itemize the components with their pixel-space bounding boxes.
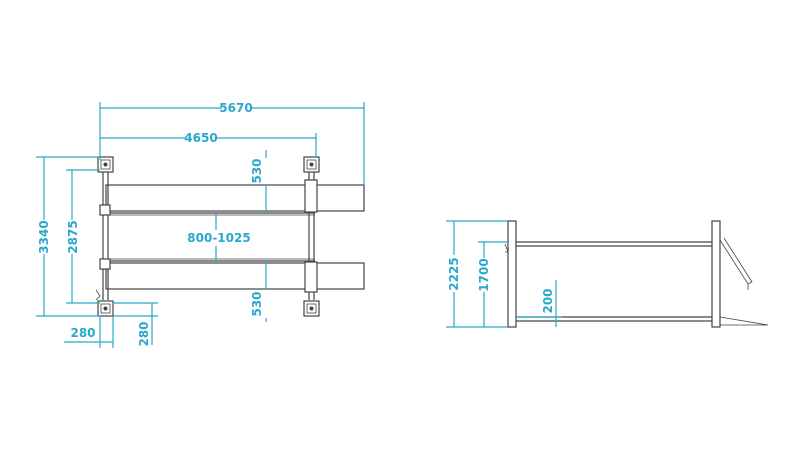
column-top-left xyxy=(97,156,114,173)
column-offset-x-label: 280 xyxy=(70,326,95,340)
column-top-right xyxy=(303,156,320,173)
dim-overall-length: 5670 xyxy=(99,101,365,185)
dim-column-spacing: 4650 xyxy=(100,131,317,157)
column-bottom-left xyxy=(97,300,114,317)
dim-column-offset-x: 280 xyxy=(64,316,114,348)
cross-beam-left xyxy=(99,170,111,300)
dim-overall-height: 2225 xyxy=(446,220,508,328)
overall-width-label: 3340 xyxy=(37,220,51,253)
runway-lower xyxy=(105,258,365,290)
post-right xyxy=(711,220,721,328)
runway-gap-label: 800-1025 xyxy=(187,231,250,245)
overall-length-label: 5670 xyxy=(219,101,252,115)
lift-height-label: 1700 xyxy=(477,258,491,291)
runway-width-lower-label: 530 xyxy=(250,291,264,316)
post-left xyxy=(507,220,517,328)
dim-overall-width: 3340 xyxy=(36,156,100,317)
dim-column-offset-y: 280 xyxy=(113,302,158,347)
runway-width-upper-label: 530 xyxy=(250,158,264,183)
side-view: 2225 1700 200 xyxy=(446,220,769,328)
platform-raised xyxy=(516,237,753,290)
dim-lift-height: 1700 xyxy=(477,241,508,327)
overall-height-label: 2225 xyxy=(447,257,461,290)
dim-runway-width-upper: 530 xyxy=(250,150,267,213)
dim-inner-width: 2875 xyxy=(66,169,100,304)
dim-platform-height: 200 xyxy=(516,280,562,327)
column-offset-y-label: 280 xyxy=(137,321,151,346)
dim-runway-width-lower: 530 xyxy=(250,261,267,322)
platform-lowered xyxy=(516,316,769,326)
column-bottom-right xyxy=(303,300,320,317)
platform-height-label: 200 xyxy=(541,288,555,313)
top-view: 5670 4650 3340 2875 5 xyxy=(36,101,365,348)
cross-beam-right xyxy=(304,170,318,300)
column-spacing-label: 4650 xyxy=(184,131,217,145)
runway-upper xyxy=(105,184,365,216)
dim-runway-gap: 800-1025 xyxy=(187,213,251,261)
inner-width-label: 2875 xyxy=(66,220,80,253)
